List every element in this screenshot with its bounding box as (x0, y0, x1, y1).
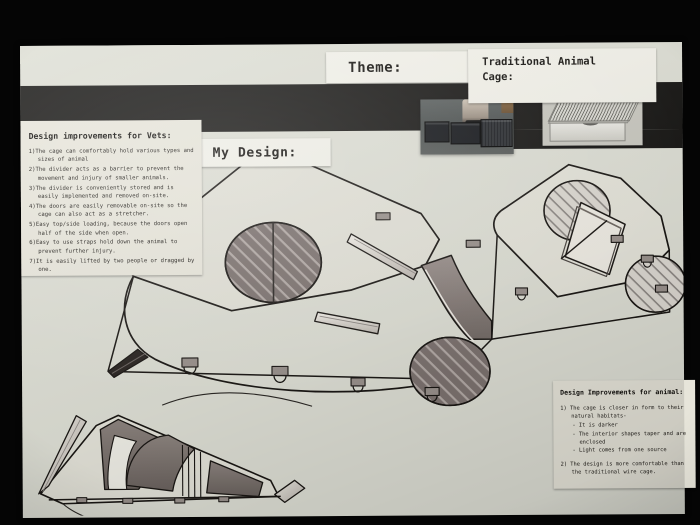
vets-panel-title: Design improvements for Vets: (28, 130, 172, 141)
list-item: 1)The cage can comfortably hold various … (28, 147, 194, 164)
photo-crate-left (424, 121, 450, 143)
animal-improvements-panel: Design Improvements for animal: 1) The c… (553, 379, 696, 489)
animal-panel-title: Design Improvements for animal: (560, 387, 684, 397)
photo-crate-right (480, 118, 513, 148)
list-item: 4)The doors are easily removable on-site… (28, 202, 188, 219)
photo-wire-grid (547, 101, 640, 122)
interior-cage-drawing (22, 384, 313, 525)
vets-improvements-panel: Design improvements for Vets: 1)The cage… (20, 119, 203, 276)
list-item: 3)The divider is conveniently stored and… (28, 184, 174, 200)
my-design-label-text: My Design: (212, 144, 297, 161)
list-item: 6)Easy to use straps hold down the anima… (29, 239, 178, 255)
theme-label-card: Theme: (326, 51, 491, 84)
vets-panel-list: 1)The cage can comfortably hold various … (29, 147, 197, 274)
list-item: 2)The divider acts as a barrier to preve… (28, 166, 184, 182)
list-item: 5)Easy top/side loading, because the doo… (29, 221, 188, 237)
presentation-board: Theme: Traditional Animal Cage: My Desig… (20, 41, 696, 525)
animal-panel-point-1: 1) The cage is closer in form to their n… (560, 405, 684, 420)
traditional-cage-label-line2: Cage: (482, 71, 514, 84)
band-notch (20, 45, 181, 64)
animal-panel-subpoint: - The interior shapes taper and are encl… (572, 430, 686, 446)
theme-label-text: Theme: (348, 59, 403, 76)
traditional-cage-label-line1: Traditional Animal (482, 55, 596, 69)
traditional-cage-label-card: Traditional Animal Cage: (468, 48, 657, 104)
three-black-cages-photo (420, 98, 514, 155)
list-item: 7)It is easily lifted by two people or d… (29, 257, 195, 273)
my-design-label-card: My Design: (198, 138, 331, 167)
main-cage-drawing (21, 142, 687, 456)
photo-crate-middle (450, 122, 481, 145)
animal-panel-point-2: 2) The design is more comfortable than t… (560, 460, 684, 476)
